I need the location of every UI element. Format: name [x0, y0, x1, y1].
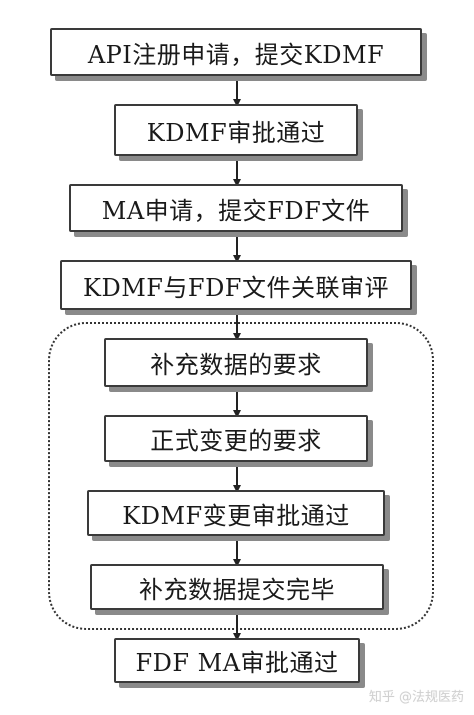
- step-box-kdmf-change-approved: KDMF变更审批通过: [87, 490, 385, 536]
- step-label: KDMF审批通过: [146, 118, 326, 147]
- step-label: FDF MA审批通过: [135, 649, 339, 677]
- step-box-kdmf-approved: KDMF审批通过: [114, 104, 358, 156]
- step-box-fdf-ma-approved: FDF MA审批通过: [114, 638, 360, 683]
- step-box-supplementary-data-submitted: 补充数据提交完毕: [90, 564, 384, 610]
- step-box-api-registration: API注册申请，提交KDMF: [50, 28, 422, 76]
- step-label: KDMF变更审批通过: [122, 501, 350, 530]
- step-box-linked-review: KDMF与FDF文件关联审评: [60, 260, 412, 310]
- step-label: API注册申请，提交KDMF: [87, 40, 385, 69]
- step-label: 补充数据的要求: [150, 351, 322, 379]
- zhihu-watermark: 知乎 @法规医药: [368, 690, 464, 705]
- step-label: MA申请，提交FDF文件: [101, 196, 371, 225]
- step-box-supplementary-data-request: 补充数据的要求: [104, 338, 368, 387]
- dotted-group-frame: [48, 322, 434, 630]
- step-label: 补充数据提交完毕: [139, 575, 335, 604]
- step-label: KDMF与FDF文件关联审评: [83, 273, 389, 302]
- step-label: 正式变更的要求: [150, 427, 322, 455]
- step-box-formal-change-request: 正式变更的要求: [104, 415, 368, 462]
- step-box-ma-application: MA申请，提交FDF文件: [69, 184, 403, 232]
